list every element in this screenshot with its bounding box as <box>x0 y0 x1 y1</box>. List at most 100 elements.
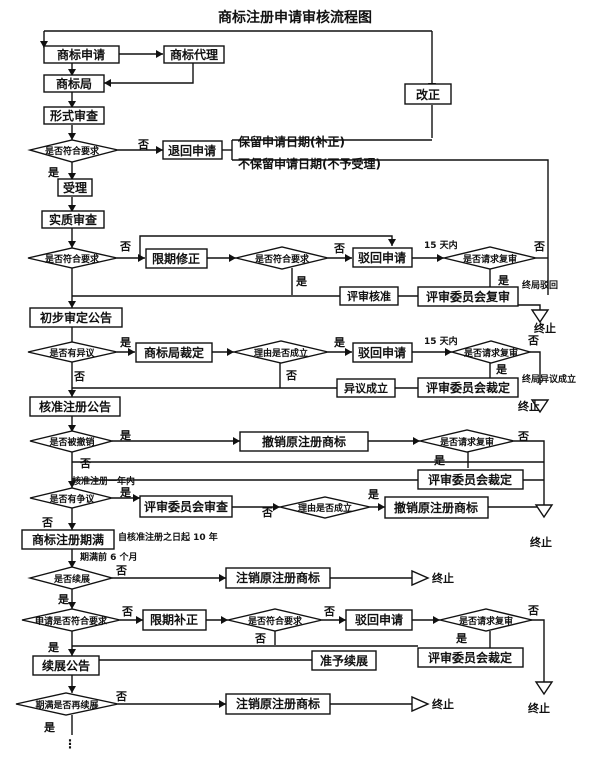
box-apply <box>43 45 120 64</box>
decision-diamonds: 是否符合要求 是否符合要求 是否符合要求 是否请求复审 是否有异议 理由是否成立… <box>15 139 537 716</box>
label-end: 终止 <box>518 399 540 413</box>
label-no: 否 <box>115 690 127 703</box>
diamond-d9-label: 是否请求复审 <box>439 436 494 448</box>
box-correct-limit1 <box>145 248 208 269</box>
label-no: 否 <box>333 242 345 255</box>
diamond-d12 <box>27 566 115 590</box>
label-end: 终止 <box>432 697 454 711</box>
end-triangle-1 <box>530 309 550 324</box>
diamond-d7-label: 是否请求复审 <box>463 347 518 359</box>
box-cancel1 <box>225 567 331 589</box>
label-one-year: 核准注册一年内 <box>72 475 135 487</box>
box-substantive-label: 实质审查 <box>49 212 98 227</box>
label-yes: 是 <box>119 336 132 349</box>
label-yes: 是 <box>119 486 132 499</box>
label-yes: 是 <box>43 721 56 734</box>
label-no: 否 <box>527 334 539 347</box>
diamond-d13-label: 申请是否符合要求 <box>35 615 108 627</box>
diamond-d12-label: 是否续展 <box>53 573 90 585</box>
box-formal-label: 形式审查 <box>50 108 99 123</box>
annotations: 保留申请日期(补正) 不保留申请日期(不予受理) 否 是 否 否 15 天内 否… <box>41 134 576 751</box>
box-board-review1-label: 评审委员会复审 <box>426 289 510 304</box>
end-triangle-4 <box>411 569 430 587</box>
box-office-ruling-label: 商标局裁定 <box>144 345 204 360</box>
label-no: 否 <box>121 605 133 618</box>
label-yes: 是 <box>119 429 132 442</box>
box-agent-label: 商标代理 <box>170 47 218 62</box>
box-board-ruling2 <box>417 469 524 490</box>
label-yes: 是 <box>433 454 446 467</box>
box-cancel2-label: 注销原注册商标 <box>236 696 320 711</box>
box-approve-renew-label: 准予续展 <box>320 653 368 668</box>
label-15-days-a: 15 天内 <box>424 239 458 251</box>
box-substantive <box>41 210 105 229</box>
diamond-d9 <box>419 429 515 453</box>
diamond-d5-label: 是否有异议 <box>48 347 95 359</box>
label-no: 否 <box>115 564 127 577</box>
box-expire-label: 商标注册期满 <box>32 532 104 547</box>
label-yes: 是 <box>367 488 380 501</box>
box-review-check-label: 评审核准 <box>347 289 391 303</box>
label-no: 否 <box>119 240 131 253</box>
box-reject2 <box>352 342 413 363</box>
diamond-d15-label: 是否请求复审 <box>458 615 513 627</box>
box-board-review2-label: 评审委员会审查 <box>144 499 229 514</box>
box-prelim-notice-label: 初步审定公告 <box>40 310 112 325</box>
box-modify <box>404 83 452 105</box>
box-review-check <box>339 286 399 306</box>
label-yes: 是 <box>333 336 346 349</box>
box-board-ruling3 <box>417 647 524 668</box>
label-six-months: 期满前 6 个月 <box>80 551 138 563</box>
box-cancel2 <box>225 693 331 715</box>
diamond-d3 <box>235 246 329 270</box>
box-revoke1 <box>239 431 369 452</box>
box-correct-limit1-label: 限期修正 <box>152 251 200 266</box>
box-board-ruling3-label: 评审委员会裁定 <box>428 650 512 665</box>
box-agent <box>163 45 225 64</box>
box-approve-notice <box>29 396 121 417</box>
box-reject2-label: 驳回申请 <box>358 345 406 360</box>
label-ellipsis: ⋮ <box>64 737 76 751</box>
label-no: 否 <box>533 240 545 253</box>
box-cancel1-label: 注销原注册商标 <box>236 570 320 585</box>
label-no: 否 <box>41 516 53 529</box>
box-objection-ok <box>336 378 396 398</box>
box-accept-label: 受理 <box>63 180 87 195</box>
diamond-d6 <box>233 340 329 364</box>
diamond-d16 <box>15 692 119 716</box>
diamond-d1 <box>27 139 119 163</box>
box-office-ruling <box>135 342 213 363</box>
label-end: 终止 <box>432 571 454 585</box>
label-no: 否 <box>285 369 297 382</box>
box-board-ruling1 <box>417 377 519 398</box>
label-end: 终止 <box>530 535 552 549</box>
box-office <box>43 74 105 93</box>
box-reject1 <box>352 247 413 268</box>
box-revoke2 <box>384 496 489 519</box>
diamond-d14 <box>227 608 323 632</box>
diamond-d4-label: 是否请求复审 <box>462 253 517 265</box>
box-renew-notice-label: 续展公告 <box>42 658 90 673</box>
box-approve-notice-label: 核准注册公告 <box>39 399 111 414</box>
label-final-reject: 终局驳回 <box>521 279 558 291</box>
diamond-d10-label: 是否有争议 <box>48 493 95 505</box>
box-reject3 <box>345 609 413 631</box>
box-formal <box>43 106 105 125</box>
diamond-d10 <box>29 487 113 509</box>
end-triangle-5 <box>534 681 554 696</box>
box-accept <box>57 178 93 197</box>
diamond-d8-label: 是否被撤销 <box>48 436 94 448</box>
diamond-d6-label: 理由是否成立 <box>254 347 308 359</box>
box-renew-notice <box>32 655 100 676</box>
box-modify-label: 改正 <box>416 87 440 102</box>
end-terminals <box>411 309 554 713</box>
box-apply-label: 商标申请 <box>57 47 105 62</box>
box-prelim-notice <box>29 307 123 328</box>
box-board-ruling1-label: 评审委员会裁定 <box>426 380 510 395</box>
diamond-d4 <box>443 246 537 270</box>
chart-title: 商标注册申请审核流程图 <box>218 9 372 26</box>
diamond-d3-label: 是否符合要求 <box>254 253 310 265</box>
box-reject-return <box>162 140 223 160</box>
label-no: 否 <box>137 138 149 151</box>
